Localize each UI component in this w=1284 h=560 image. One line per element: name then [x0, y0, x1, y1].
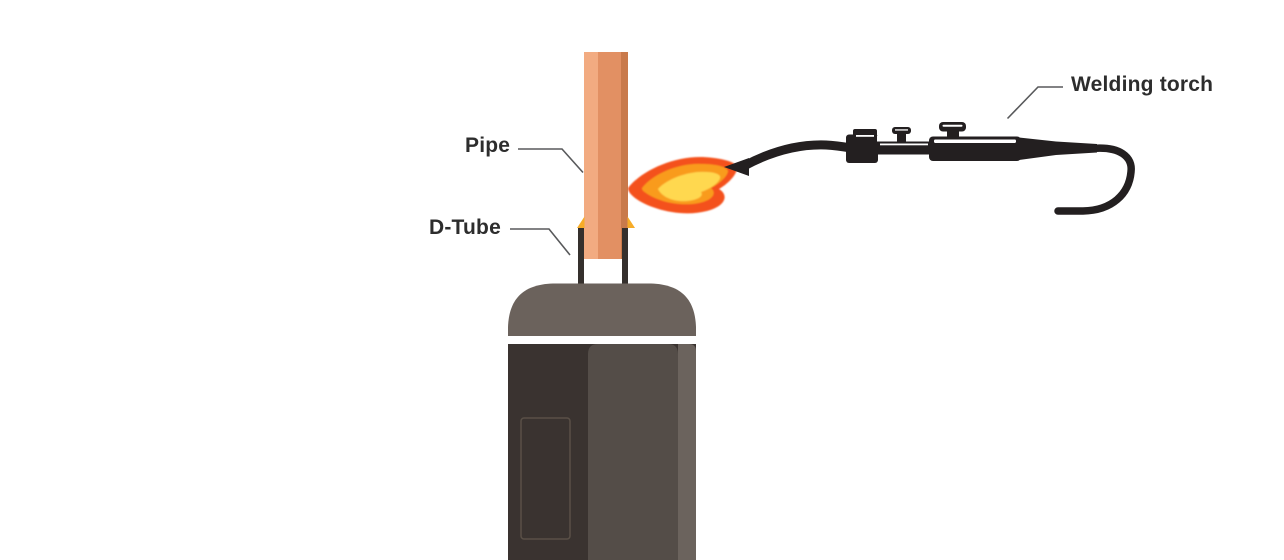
d-tube-post-right — [622, 228, 628, 288]
torch-valve-large-highlight — [942, 124, 963, 127]
flame — [628, 156, 738, 214]
solder-fillet-right — [627, 216, 635, 228]
leader-line-d-tube — [510, 228, 571, 256]
torch-coupler — [846, 134, 878, 163]
torch-hose — [1054, 144, 1135, 215]
d-tube-post-left — [578, 228, 584, 288]
torch-valve-small-stem — [897, 132, 906, 142]
torch-barrel — [876, 141, 932, 155]
torch-neck — [739, 140, 856, 171]
welding-torch-label: Welding torch — [1071, 73, 1214, 96]
torch-barrel-highlight — [880, 143, 928, 146]
welding-torch-graphic — [724, 122, 1135, 215]
d-tube-label: D-Tube — [429, 216, 501, 239]
solder-fillet-left — [577, 216, 585, 228]
compressor-panel-outline — [520, 417, 571, 540]
compressor-dome — [508, 283, 696, 336]
torch-body-highlight — [934, 139, 1016, 143]
pipe-label: Pipe — [465, 134, 511, 157]
leader-line-pipe — [518, 148, 584, 174]
flame-inner — [658, 171, 721, 202]
torch-handle — [1019, 137, 1097, 160]
torch-valve-small-highlight — [895, 129, 908, 131]
pipe-graphic — [584, 52, 628, 259]
compressor-body-panel — [588, 344, 678, 560]
leader-line-welding-torch — [1006, 86, 1063, 120]
torch-valve-large-stem — [947, 128, 959, 138]
compressor-body-strip — [678, 344, 696, 560]
torch-coupler-highlight — [856, 135, 874, 137]
